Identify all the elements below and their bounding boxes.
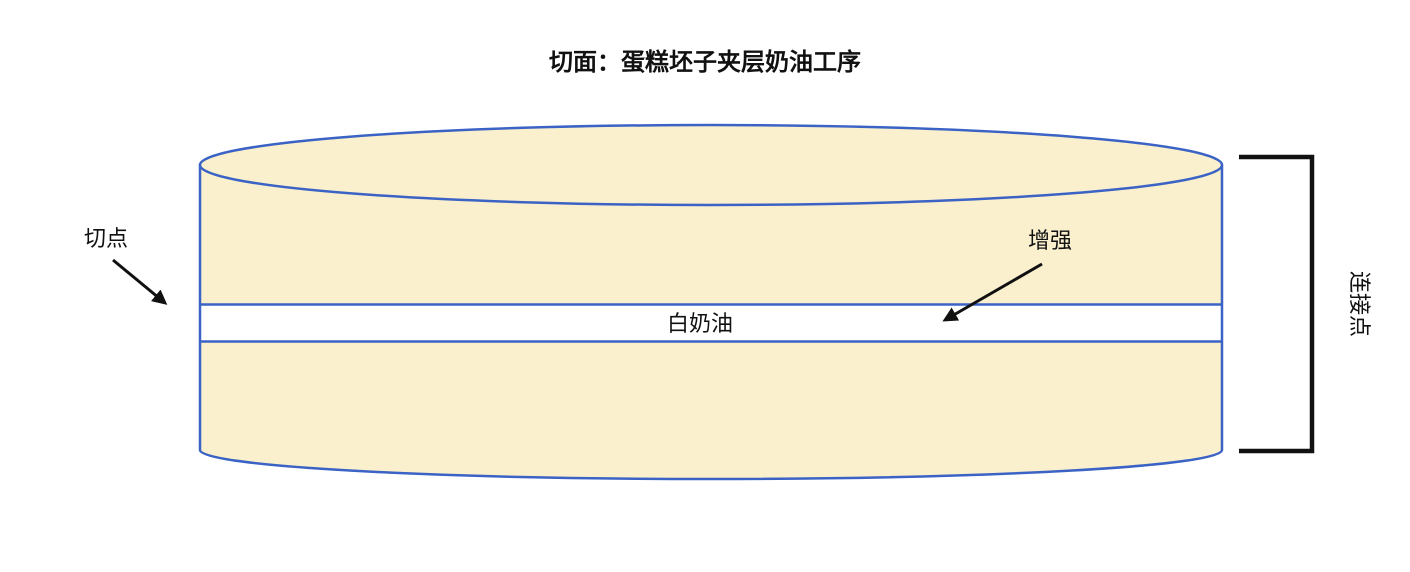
cake-top-ellipse [198,123,1224,207]
connection-point-label: 连接点 [1347,271,1372,337]
cut-point-label: 切点 [84,226,128,251]
cut-point-arrow [112,258,168,305]
connection-point-bracket [1239,154,1315,454]
cream-layer-label: 白奶油 [667,311,733,336]
reinforce-arrow [942,262,1043,322]
cake-body-outline [198,165,1224,481]
diagram-title: 切面：蛋糕坯子夹层奶油工序 [549,48,861,76]
reinforce-label: 增强 [1028,228,1072,253]
cream-layer-band [200,305,1222,341]
